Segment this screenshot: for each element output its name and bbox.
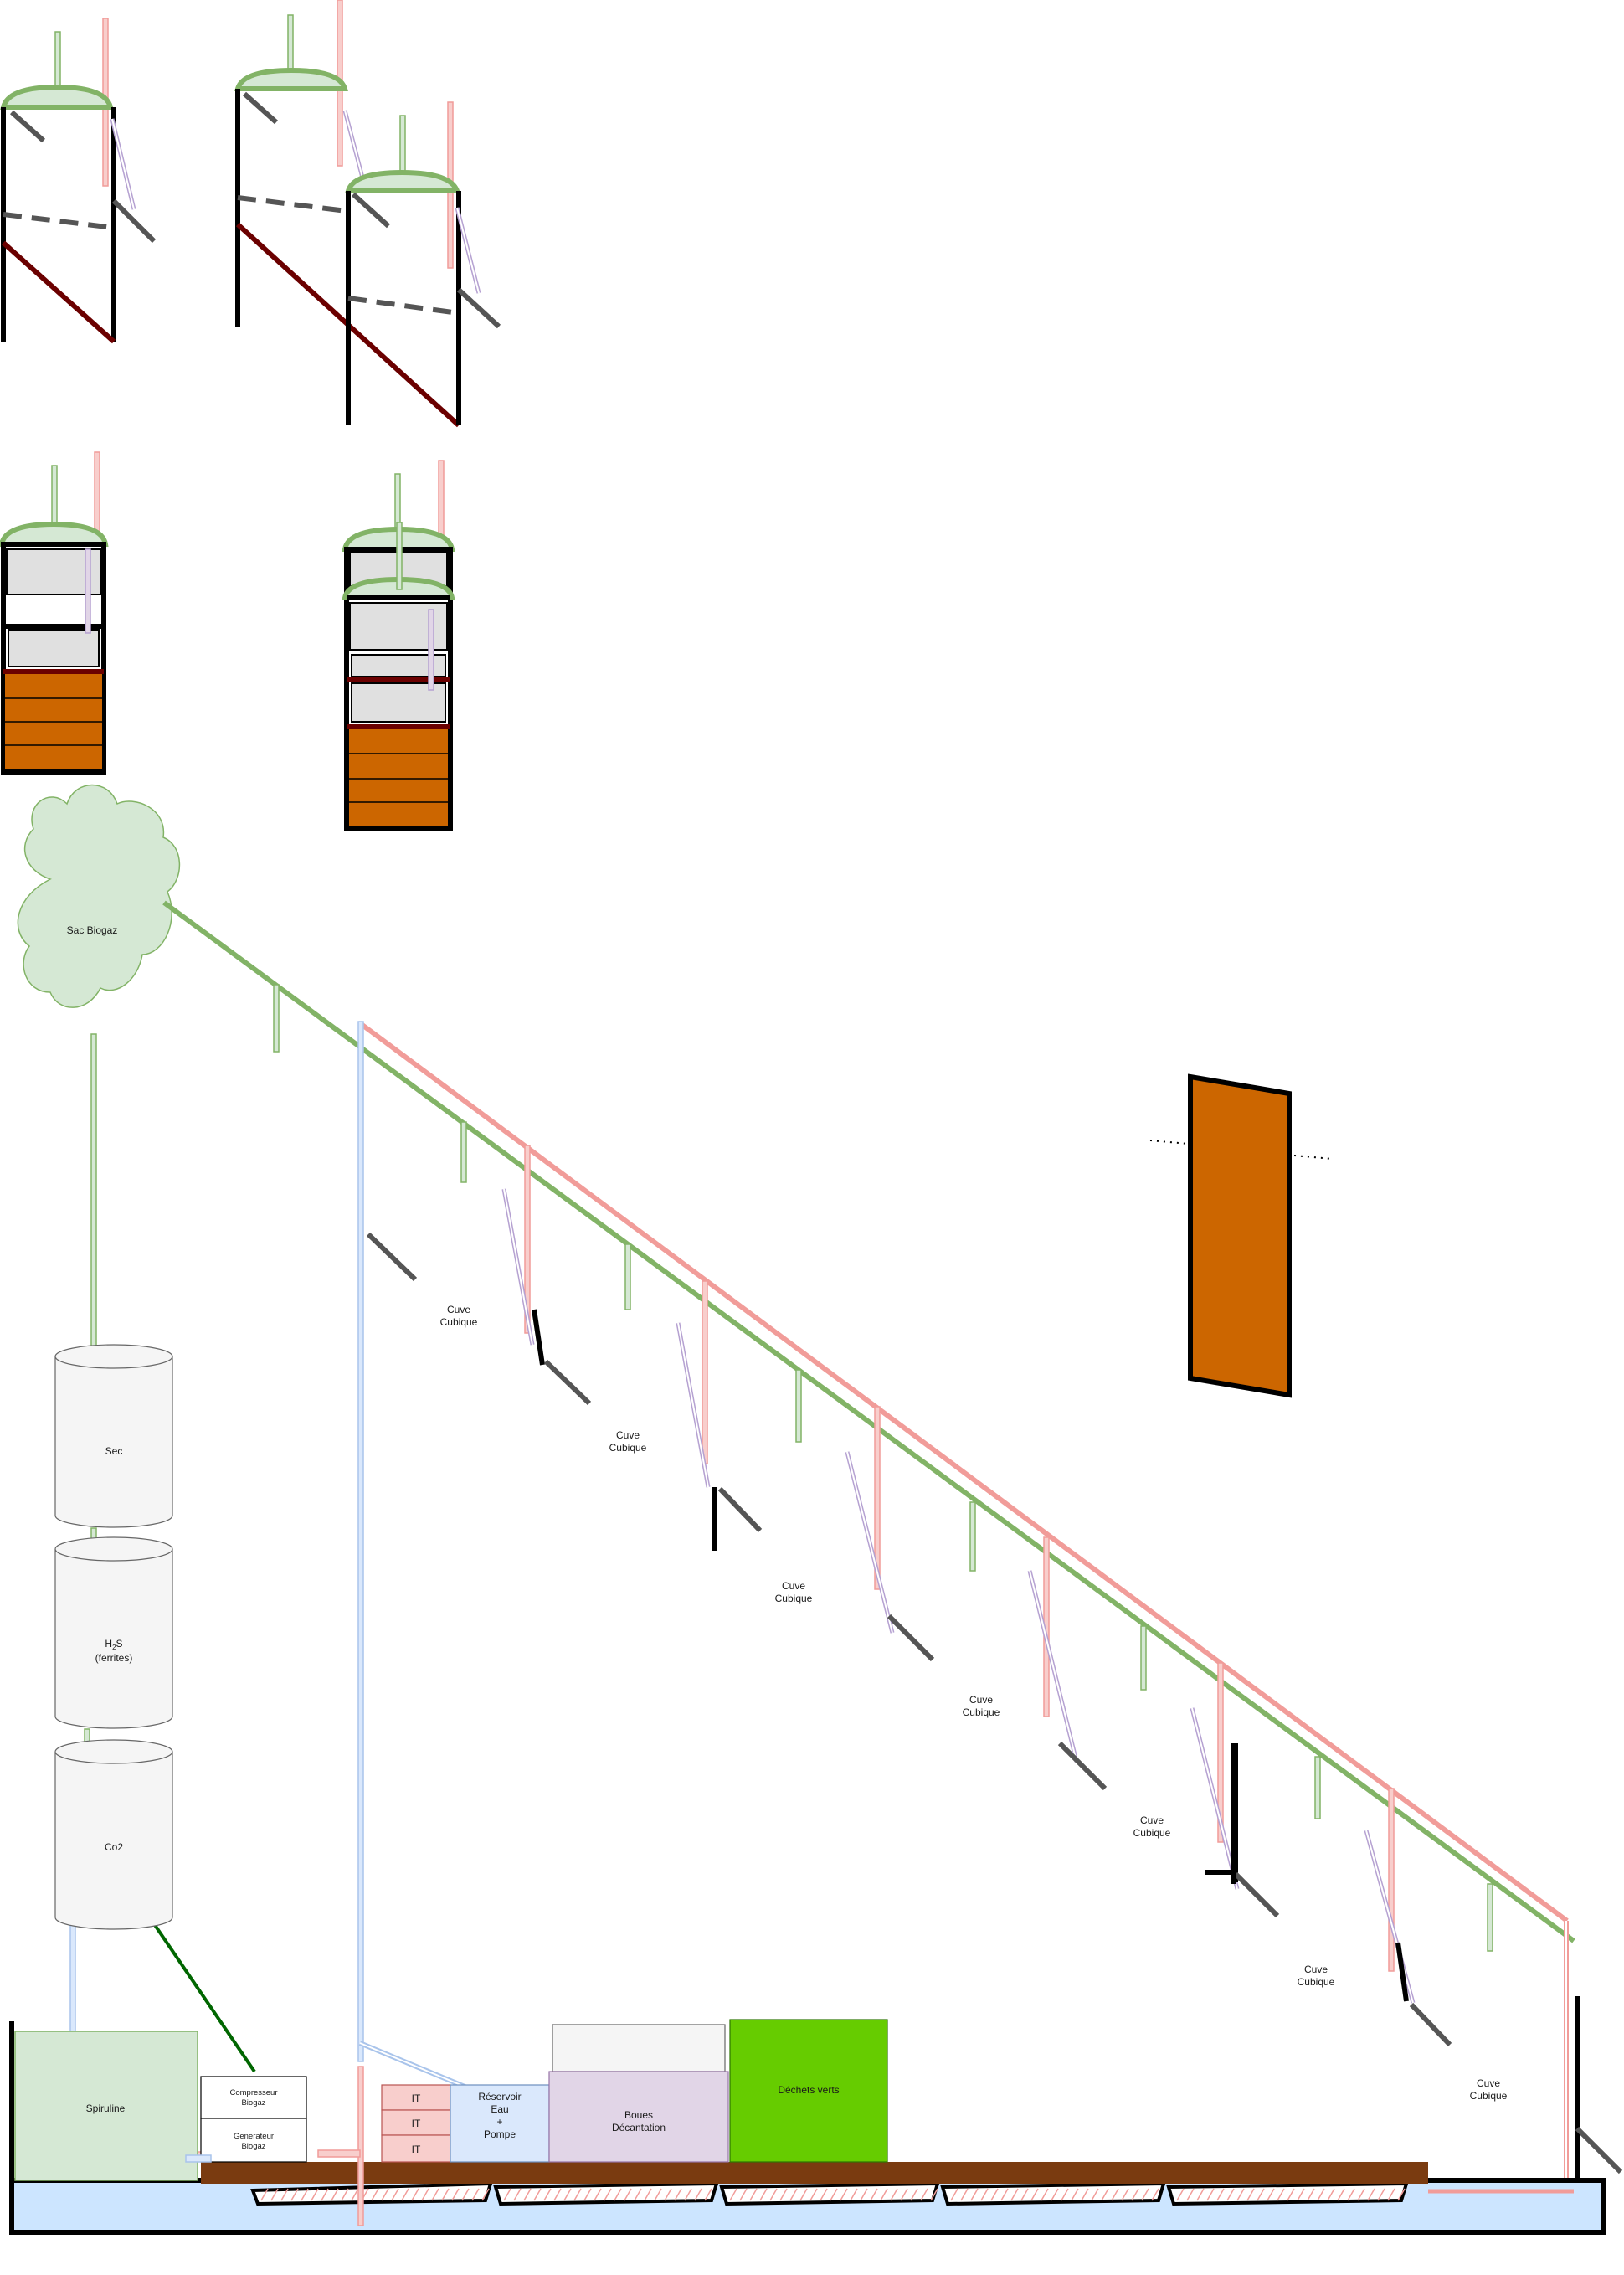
cuve-label-1-b: Cubique <box>440 1316 478 1328</box>
valve <box>1233 1871 1280 1918</box>
cuve-label-7-b: Cubique <box>1470 2090 1508 2102</box>
valve-handle <box>1395 1942 1409 2002</box>
it-stack: IT IT IT <box>381 2084 451 2163</box>
pipe-network <box>69 900 1575 2198</box>
reservoir-label-3: + <box>496 2116 502 2128</box>
compresseur-biogaz: Compresseur Biogaz <box>200 2076 307 2119</box>
cuve-label-4: Cuve <box>969 1694 993 1706</box>
green-drop-pipe <box>273 984 280 1053</box>
green-drop-pipe <box>1487 1883 1493 1952</box>
boues-label-1: Boues <box>624 2109 653 2121</box>
spiruline-tank: Spiruline <box>14 2031 198 2181</box>
green-drop-pipe <box>460 1121 467 1183</box>
sketch-section-single <box>0 18 157 344</box>
valve <box>366 1232 418 1282</box>
hot-drop-pipe <box>524 1145 531 1334</box>
filter-cylinder-co2: Co2 <box>54 1739 173 1930</box>
trench <box>493 2181 719 2206</box>
sec-label: Sec <box>105 1445 123 1457</box>
trench <box>1166 2181 1409 2206</box>
cuve-label-4-b: Cubique <box>963 1706 1000 1718</box>
boues-decantation: Boues Décantation <box>548 2024 729 2163</box>
cuve-label-5-b: Cubique <box>1133 1827 1171 1839</box>
cuve-labels: CuveCubiqueCuveCubiqueCuveCubiqueCuveCub… <box>440 1304 1508 2102</box>
hot-drop-pipe <box>874 1406 881 1590</box>
cuve-label-3: Cuve <box>782 1580 805 1592</box>
green-drop-pipe <box>969 1501 976 1572</box>
valve <box>543 1359 592 1406</box>
compost-panel <box>1149 1073 1334 1398</box>
hot-drop-pipe <box>1217 1662 1224 1843</box>
generateur-label-2: Biogaz <box>241 2142 265 2151</box>
it-label-1: IT <box>412 2092 421 2104</box>
valve <box>1057 1741 1108 1791</box>
filter-cylinder-h2s: H2S (ferrites) <box>54 1536 173 1729</box>
sketch-front-single <box>0 451 109 775</box>
filter-cylinder-sec: Sec <box>54 1344 173 1528</box>
trench <box>940 2181 1166 2206</box>
cuve-label-5: Cuve <box>1140 1814 1164 1826</box>
generateur-label-1: Generateur <box>234 2132 274 2141</box>
reservoir-label-4: Pompe <box>484 2128 516 2140</box>
cold-pipe-stub <box>185 2154 212 2163</box>
h2s-ferrites-label: (ferrites) <box>95 1652 133 1664</box>
valve-handle <box>532 1309 545 1366</box>
dechets-verts: Déchets verts <box>729 2019 888 2163</box>
cuve-label-6: Cuve <box>1304 1964 1328 1975</box>
cuve-label-7: Cuve <box>1477 2077 1500 2089</box>
spiruline-label: Spiruline <box>86 2103 126 2114</box>
valve <box>887 1614 935 1662</box>
hot-drop-pipe <box>702 1280 708 1464</box>
cuve-label-3-b: Cubique <box>775 1593 813 1604</box>
it-label-2: IT <box>412 2118 421 2129</box>
hot-drop-pipe <box>1388 1788 1395 1972</box>
dechets-label: Déchets verts <box>778 2084 839 2096</box>
reservoir-label-1: Réservoir <box>478 2091 521 2103</box>
h2s-label: H2S <box>105 1638 122 1651</box>
reservoir-eau-pompe: Réservoir Eau + Pompe <box>450 2084 550 2163</box>
sketch-section-double <box>234 0 501 428</box>
boues-label-2: Décantation <box>612 2122 666 2133</box>
green-drop-pipe <box>1314 1756 1321 1819</box>
cuve-label-6-b: Cubique <box>1298 1976 1335 1988</box>
sac-biogaz-cloud: Sac Biogaz <box>17 784 181 1008</box>
ground-base <box>9 1996 1623 2235</box>
sketch-front-double <box>342 460 455 831</box>
cuve-label-2: Cuve <box>616 1429 640 1441</box>
trench <box>250 2181 493 2206</box>
cuve-label-1: Cuve <box>447 1304 470 1315</box>
compresseur-label-1: Compresseur <box>229 2088 277 2097</box>
green-drop-pipe <box>795 1369 802 1443</box>
generateur-biogaz: Generateur Biogaz <box>200 2118 307 2163</box>
co2-label: Co2 <box>105 1841 123 1853</box>
valve <box>717 1486 763 1533</box>
valve <box>1409 2002 1452 2047</box>
compresseur-label-2: Biogaz <box>241 2098 265 2108</box>
cuve-label-2-b: Cubique <box>609 1442 647 1454</box>
reservoir-label-2: Eau <box>491 2103 508 2115</box>
it-label-3: IT <box>412 2144 421 2155</box>
sac-biogaz-label: Sac Biogaz <box>67 924 118 936</box>
green-drop-pipe <box>624 1243 631 1310</box>
green-drop-pipe <box>1140 1625 1147 1691</box>
trench <box>719 2181 940 2206</box>
